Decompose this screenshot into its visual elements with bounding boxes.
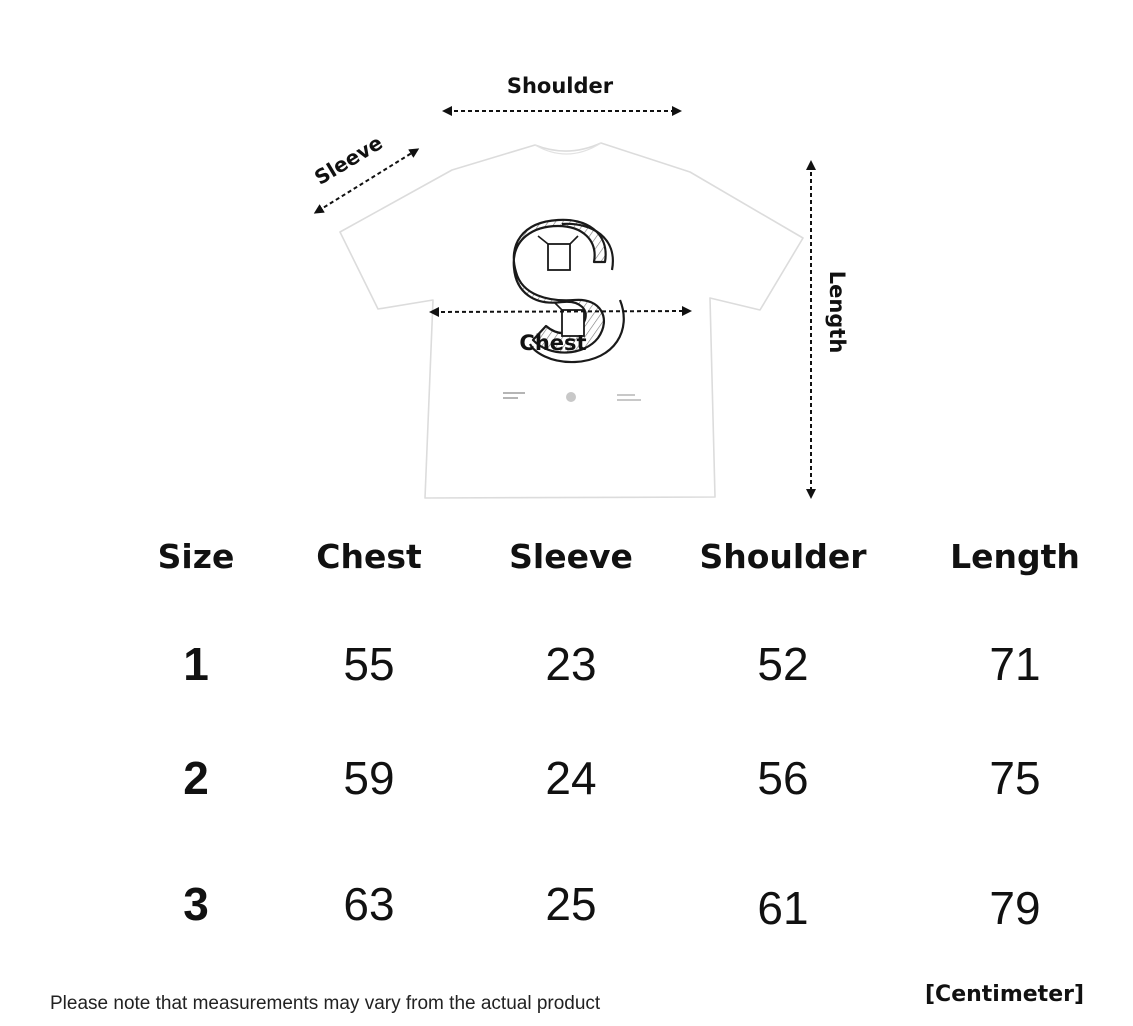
table-row: 3 63 25 61 79	[0, 874, 1133, 934]
length-label: Length	[825, 271, 849, 354]
header-chest: Chest	[316, 537, 422, 576]
chest-label: Chest	[519, 331, 586, 355]
header-shoulder: Shoulder	[699, 537, 867, 576]
sleeve-arrow	[313, 148, 420, 214]
sleeve-value: 24	[545, 752, 597, 804]
sleeve-value: 25	[545, 878, 597, 930]
length-value: 71	[989, 638, 1041, 690]
table-header-row: Size Chest Sleeve Shoulder Length	[0, 527, 1133, 587]
chest-value: 59	[343, 752, 395, 804]
small-print-details	[503, 392, 641, 402]
size-value: 2	[183, 752, 209, 804]
header-size: Size	[157, 537, 235, 576]
size-value: 1	[183, 638, 209, 690]
unit-label: [Centimeter]	[925, 982, 1085, 1007]
shoulder-label: Shoulder	[507, 74, 614, 98]
shoulder-value: 61	[757, 882, 809, 934]
length-value: 79	[989, 882, 1041, 934]
shoulder-value: 52	[757, 638, 809, 690]
shoulder-value: 56	[757, 752, 809, 804]
sleeve-value: 23	[545, 638, 597, 690]
sleeve-label: Sleeve	[310, 130, 387, 189]
length-value: 75	[989, 752, 1041, 804]
header-sleeve: Sleeve	[509, 537, 633, 576]
measurement-disclaimer: Please note that measurements may vary f…	[50, 993, 601, 1014]
chest-arrow	[429, 306, 692, 317]
header-length: Length	[950, 537, 1080, 576]
chest-value: 63	[343, 878, 395, 930]
size-chart-table: Size Chest Sleeve Shoulder Length 1 55 2…	[0, 520, 1133, 960]
table-row: 1 55 23 52 71	[0, 634, 1133, 694]
table-row: 2 59 24 56 75	[0, 748, 1133, 808]
chest-value: 55	[343, 638, 395, 690]
size-value: 3	[183, 878, 209, 930]
tshirt-measurement-diagram: Shoulder Sleeve Chest Length	[310, 74, 849, 499]
